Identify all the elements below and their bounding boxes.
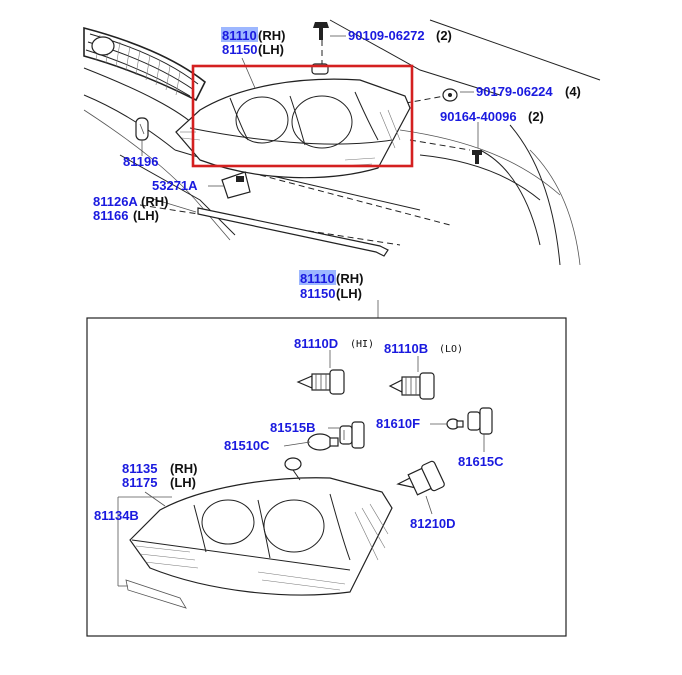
callout-lower-rh-side: (RH): [336, 271, 363, 286]
bolt-icon: [313, 22, 329, 40]
callout-81210d[interactable]: 81210D: [410, 516, 456, 531]
callout-81196[interactable]: 81196: [123, 154, 158, 169]
callout-81150-lower[interactable]: 81150: [300, 286, 335, 301]
callout-81515b[interactable]: 81515B: [270, 420, 316, 435]
callout-highlight-lower: [299, 270, 336, 285]
callout-side-rh: (RH): [258, 28, 285, 43]
callout-lens-lh-side: (LH): [170, 475, 196, 490]
clip-icon: [442, 88, 458, 102]
lower-callouts: 81110D (HI) 81110B (LO) 81515B 81510C 81…: [94, 336, 504, 531]
exploded-view-frame: [86, 317, 567, 637]
callout-81134b[interactable]: 81134B: [94, 508, 139, 523]
callout-bolt-qty: (2): [436, 28, 452, 43]
callout-81615c[interactable]: 81615C: [458, 454, 504, 469]
bracket-drawing: [221, 171, 251, 199]
callout-clip-qty: (4): [565, 84, 581, 99]
callout-81110b[interactable]: 81110B: [384, 341, 428, 356]
callout-81110-lower[interactable]: 81110: [300, 271, 335, 286]
selection-box[interactable]: [191, 64, 414, 168]
callout-81110d[interactable]: 81110D: [294, 336, 338, 351]
callout-trim-lh-side: (LH): [133, 208, 159, 223]
callout-81126a[interactable]: 81126A: [93, 194, 138, 209]
screw-icon: [472, 150, 482, 164]
callout-highlight: [221, 27, 258, 42]
callout-81150-top[interactable]: 81150: [222, 42, 257, 57]
trim-molding-drawing: [197, 207, 389, 257]
callout-81166[interactable]: 81166: [93, 208, 128, 223]
callout-81110-top[interactable]: 81110: [222, 28, 257, 43]
bulb-icon: [388, 372, 435, 400]
bulb-icon: [296, 369, 345, 395]
bulb-icon: [446, 418, 464, 430]
lower-callout-header: 81110 (RH) 81150 (LH): [299, 270, 379, 318]
callout-clip-right[interactable]: 90179-06224: [476, 84, 553, 99]
headlamp-icon: [125, 457, 393, 609]
callout-81610f[interactable]: 81610F: [376, 416, 420, 431]
socket-icon: [339, 421, 365, 449]
callout-lo-note: (LO): [439, 344, 463, 355]
callout-81135[interactable]: 81135: [122, 461, 157, 476]
vehicle-front-scene: [83, 19, 601, 266]
callout-side-lh: (LH): [258, 42, 284, 57]
part-81196-drawing: [135, 117, 149, 141]
bulb-icon: [396, 460, 445, 496]
top-leader-lines: [141, 35, 479, 213]
callout-bolt-top[interactable]: 90109-06272: [348, 28, 425, 43]
bulb-icon: [307, 433, 339, 451]
callout-hi-note: (HI): [350, 339, 374, 350]
callout-screw-qty: (2): [528, 109, 544, 124]
callout-53271a[interactable]: 53271A: [152, 178, 198, 193]
callout-screw-right[interactable]: 90164-40096: [440, 109, 517, 124]
callout-trim-rh-side: (RH): [141, 194, 168, 209]
grille-drawing: [83, 26, 207, 102]
callout-81510c[interactable]: 81510C: [224, 438, 270, 453]
callout-81175[interactable]: 81175: [122, 475, 157, 490]
headlamp-icon: [175, 63, 411, 179]
socket-icon: [467, 407, 493, 435]
callout-lens-rh-side: (RH): [170, 461, 197, 476]
exploded-view-parts: [117, 350, 493, 609]
top-callouts: 81110 (RH) 81150 (LH) 90109-06272 (2) 90…: [93, 27, 581, 223]
callout-lower-lh-side: (LH): [336, 286, 362, 301]
